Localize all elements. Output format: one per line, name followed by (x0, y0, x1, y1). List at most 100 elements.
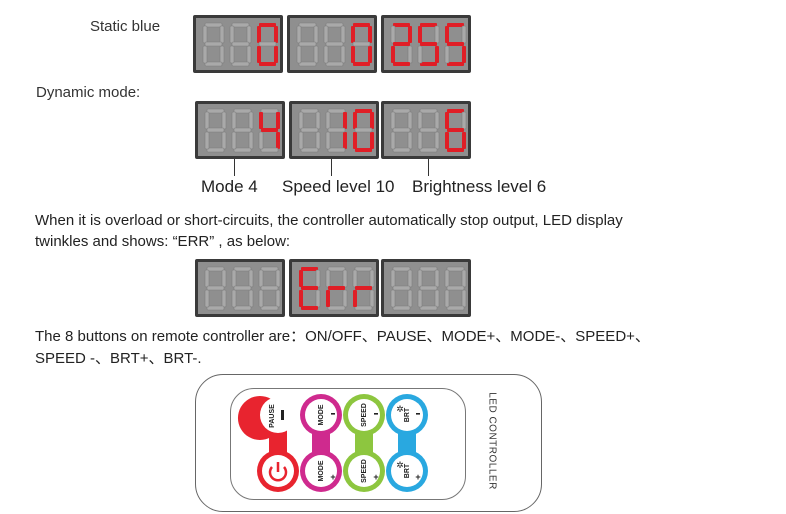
segment-d (206, 305, 225, 311)
sun-icon: ✲ (396, 460, 404, 470)
speed-plus-label: SPEED (361, 459, 368, 483)
seven-segment-digit (229, 22, 252, 67)
segment-d (419, 147, 438, 153)
segment-f (390, 111, 396, 130)
pause-button[interactable] (257, 394, 299, 436)
segment-f (353, 112, 357, 129)
segment-g (392, 127, 411, 133)
segment-a (233, 266, 252, 272)
segment-b (434, 25, 440, 44)
seven-segment-digit (444, 266, 467, 311)
seven-segment-digit (445, 109, 467, 152)
segment-g (352, 41, 371, 47)
button-symbols: + + + (330, 413, 421, 482)
segment-f (325, 269, 331, 288)
segment-d (233, 147, 252, 153)
segment-a (419, 266, 438, 272)
plus-icon: + (373, 472, 378, 482)
segment-g (447, 128, 464, 132)
speed-plus-button[interactable] (343, 450, 385, 492)
segment-c (315, 289, 321, 308)
segment-e (202, 45, 208, 64)
segment-c (407, 289, 413, 308)
segment-b (407, 111, 413, 130)
segment-f (323, 25, 329, 44)
segment-b (369, 269, 375, 288)
dynamic-display-mode (195, 101, 285, 159)
segment-a (447, 109, 464, 113)
segment-g (354, 127, 373, 133)
mode-plus-button[interactable] (300, 450, 342, 492)
segment-c (370, 132, 374, 149)
segment-b (407, 269, 413, 288)
segment-f (299, 270, 303, 287)
dynamic-mode-label: Dynamic mode: (36, 84, 141, 101)
buttons-text-line-2: SPEED -、BRT+、BRT-. (35, 350, 202, 367)
segment-a (206, 108, 225, 114)
mode-minus-button[interactable] (300, 394, 342, 436)
segment-f (204, 111, 210, 130)
segment-a (301, 267, 318, 271)
segment-e (299, 290, 303, 307)
segment-a (204, 22, 223, 28)
segment-a (300, 108, 319, 114)
seven-segment-digit (390, 266, 413, 311)
segment-c (275, 289, 281, 308)
segment-e (323, 45, 329, 64)
segment-e (326, 290, 330, 307)
segment-b (315, 269, 321, 288)
segment-b (248, 111, 254, 130)
segment-f (298, 111, 304, 130)
mode-pointer (234, 159, 235, 176)
mode-plus-label: MODE (318, 460, 325, 481)
seven-segment-digit (296, 22, 319, 67)
seven-segment-digit (258, 108, 280, 153)
segment-a (206, 266, 225, 272)
segment-f (418, 26, 422, 43)
segment-c (276, 132, 280, 149)
segment-a (354, 266, 373, 272)
segment-a (392, 108, 411, 114)
segment-f (231, 111, 237, 130)
speed-minus-button[interactable] (343, 394, 385, 436)
segment-c (340, 45, 346, 64)
segment-e (391, 46, 395, 63)
segment-a (327, 266, 346, 272)
segment-b (275, 269, 281, 288)
segment-d (446, 305, 465, 311)
blue-button-pair: BRT BRT ✲ ✲ (386, 394, 428, 492)
segment-b (434, 269, 440, 288)
seven-segment-digit (417, 108, 440, 153)
segment-a (392, 266, 411, 272)
segment-c (315, 131, 321, 150)
brt-minus-button[interactable] (386, 394, 428, 436)
segment-f (258, 269, 264, 288)
seven-segment-digit (325, 266, 348, 311)
segment-a (355, 109, 372, 113)
segment-g (420, 42, 437, 46)
segment-d (447, 62, 464, 66)
power-button[interactable] (257, 450, 299, 492)
segment-a (233, 108, 252, 114)
brt-plus-button[interactable] (386, 450, 428, 492)
segment-d (392, 147, 411, 153)
segment-a (419, 108, 438, 114)
error-display-err (289, 259, 379, 317)
segment-g (206, 127, 225, 133)
segment-f (417, 269, 423, 288)
segment-g (419, 127, 438, 133)
seven-segment-digit (352, 266, 375, 311)
segment-a (327, 108, 346, 114)
segment-g (206, 285, 225, 291)
brightness-pointer (428, 159, 429, 176)
minus-icon (416, 413, 420, 415)
seven-segment-digit (417, 266, 440, 311)
pause-button-label: PAUSE (269, 404, 276, 428)
segment-e (204, 289, 210, 308)
segment-g (393, 42, 410, 46)
segment-b (461, 269, 467, 288)
seven-segment-digit (231, 266, 254, 311)
error-display-1 (195, 259, 285, 317)
segment-d (206, 147, 225, 153)
segment-c (407, 131, 413, 150)
